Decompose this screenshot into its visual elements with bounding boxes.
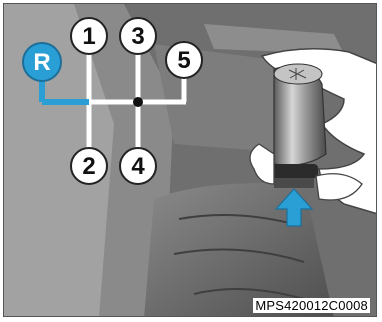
gear-label: 1 <box>82 23 95 50</box>
gear-1: 1 <box>71 18 107 54</box>
gear-label: 2 <box>82 153 95 180</box>
gear-shift-illustration: R 1 2 3 4 5 <box>4 4 377 317</box>
shift-shaft <box>274 178 314 188</box>
gear-5: 5 <box>166 42 202 78</box>
figure-caption-code: MPS420012C0008 <box>253 298 370 313</box>
neutral-dot <box>133 97 143 107</box>
gear-3: 3 <box>120 18 156 54</box>
gear-4: 4 <box>120 148 156 184</box>
gear-label: R <box>33 49 50 76</box>
figure-frame: R 1 2 3 4 5 MPS420012C0008 <box>3 3 377 317</box>
gear-2: 2 <box>71 148 107 184</box>
gear-label: 4 <box>131 153 145 180</box>
gear-R: R <box>23 43 61 81</box>
reverse-collar <box>270 164 318 178</box>
gear-label: 3 <box>131 23 144 50</box>
gear-label: 5 <box>177 47 190 74</box>
